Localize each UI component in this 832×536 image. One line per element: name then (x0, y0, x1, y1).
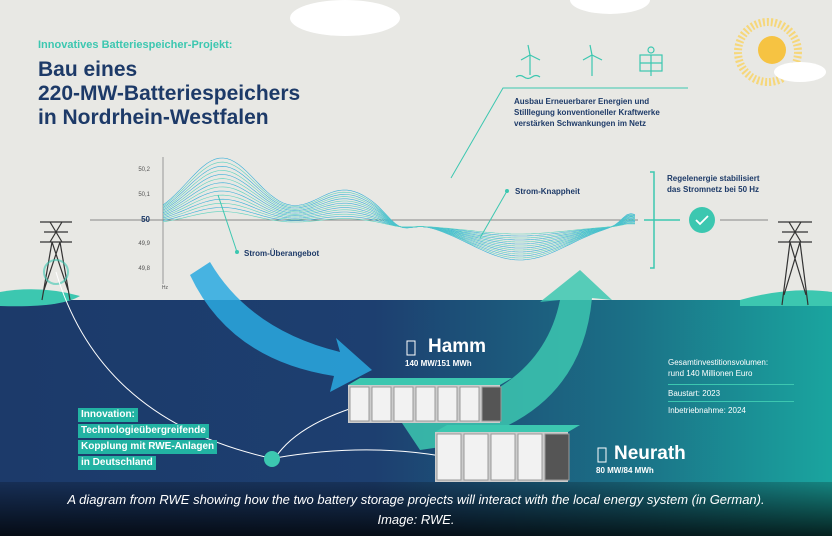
power-pylon-icon (778, 221, 812, 306)
frequency-waves (162, 157, 636, 261)
pointer-line (217, 194, 238, 253)
innovation-label: Innovation: (78, 408, 138, 422)
battery-cell (517, 433, 543, 481)
battery-cell (544, 433, 570, 481)
offshore-wind-icon (515, 44, 541, 80)
hamm-capacity: 140 MW/151 MWh (405, 359, 472, 368)
battery-cell (393, 386, 414, 422)
text-line: Ausbau Erneuerbarer Energien und (514, 97, 650, 106)
cloud-icon (774, 62, 826, 82)
signal-icon (43, 259, 69, 285)
wave-line (162, 211, 636, 235)
caption-credit: Image: RWE. (377, 512, 455, 527)
surplus-label: Strom-Überangebot (244, 249, 320, 258)
innovation-line: Technologieübergreifende (78, 424, 209, 438)
tick-label: 50 (141, 215, 150, 224)
divider (668, 384, 794, 385)
battery-cell (463, 433, 489, 481)
text-line: Regelenergie stabilisiert (667, 174, 760, 183)
title-line: 220-MW-Batteriespeichers (38, 82, 301, 105)
tick-label: 49,9 (138, 241, 150, 247)
neurath-capacity: 80 MW/84 MWh (596, 466, 654, 475)
neurath-battery-rack (435, 425, 580, 482)
shortage-label: Strom-Knappheit (515, 187, 580, 196)
text-line: das Stromnetz bei 50 Hz (667, 185, 760, 194)
wind-turbine-icon (582, 44, 603, 76)
text-line: Stilllegung konventioneller Kraftwerke (514, 108, 660, 117)
subtitle: Innovatives Batteriespeicher-Projekt: (38, 39, 233, 51)
battery-cell (481, 386, 502, 422)
check-circle-icon (689, 207, 715, 233)
connection-line (55, 271, 271, 459)
battery-icon (406, 340, 607, 463)
left-hill (0, 289, 80, 307)
tick-label: 50,2 (138, 167, 150, 173)
battery-cell (490, 433, 516, 481)
commissioning: Inbetriebnahme: 2024 (668, 406, 746, 415)
power-pylon-icon (40, 221, 72, 301)
page-title: Bau eines 220-MW-Batteriespeichers in No… (38, 58, 300, 130)
text-line: verstärken Schwankungen im Netz (514, 119, 647, 128)
battery-cell (371, 386, 392, 422)
neurath-name: Neurath (614, 443, 686, 464)
solar-panel-icon (639, 46, 663, 76)
renewables-text: Ausbau Erneuerbarer Energien und Stillle… (514, 96, 660, 129)
cloud-icon (290, 0, 400, 36)
innovation-line: Kopplung mit RWE-Anlagen (78, 440, 218, 454)
innovation-line: in Deutschland (78, 456, 156, 470)
sun-icon (758, 36, 786, 64)
construction-start: Baustart: 2023 (668, 389, 721, 398)
pointer-dot (235, 250, 239, 254)
shortage-arrow (400, 270, 612, 450)
title-line: Bau eines (38, 58, 138, 81)
battery-cell (436, 433, 462, 481)
pointer-line (450, 87, 688, 179)
sky-background (0, 0, 832, 305)
stabilization-text: Regelenergie stabilisiert das Stromnetz … (667, 173, 759, 195)
sun-rays-icon (734, 18, 802, 86)
battery-cell (349, 386, 370, 422)
check-icon (695, 215, 709, 226)
divider (668, 401, 794, 402)
battery-cell (415, 386, 436, 422)
battery-cell (459, 386, 480, 422)
hamm-battery-rack (348, 378, 512, 423)
pointer-dot (505, 189, 509, 193)
unit-label: Hz (161, 285, 168, 291)
pointer-line (479, 190, 508, 239)
investment-label: Gesamtinvestitionsvolumen: (668, 358, 769, 367)
bracket (644, 171, 680, 269)
tick-label: 50,1 (138, 192, 150, 198)
caption-text: A diagram from RWE showing how the two b… (67, 492, 765, 507)
image-caption: A diagram from RWE showing how the two b… (0, 482, 832, 536)
right-hill (740, 290, 832, 306)
hamm-name: Hamm (428, 336, 487, 357)
wave-line (162, 207, 636, 237)
title-line: in Nordrhein-Westfalen (38, 106, 269, 129)
cloud-icon (570, 0, 650, 14)
tick-label: 49,8 (138, 266, 150, 272)
battery-cell (437, 386, 458, 422)
investment-value: rund 140 Millionen Euro (668, 369, 753, 378)
surplus-arrow (190, 262, 372, 392)
hub-node (264, 451, 280, 467)
